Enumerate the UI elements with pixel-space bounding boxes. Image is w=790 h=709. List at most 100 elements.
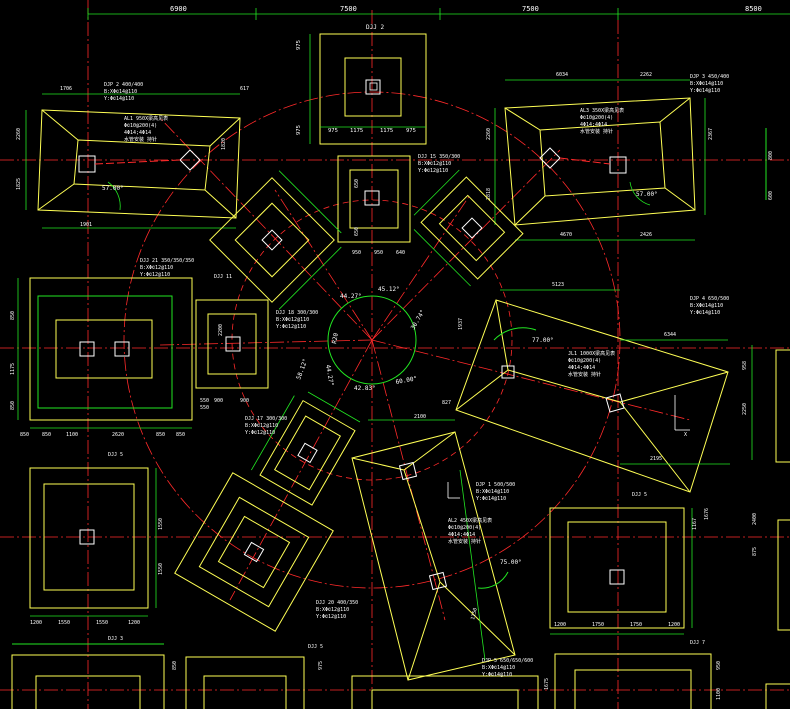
label-djj2: DJJ 2 <box>366 24 384 31</box>
svg-text:6034: 6034 <box>556 72 568 78</box>
svg-text:B:XΦ©12@110: B:XΦ©12@110 <box>418 161 451 167</box>
svg-text:45.12°: 45.12° <box>378 286 400 293</box>
svg-text:1150: 1150 <box>470 607 479 620</box>
footing-djj5-right[interactable] <box>549 507 685 629</box>
svg-text:44.27°: 44.27° <box>340 293 362 300</box>
svg-text:640: 640 <box>396 250 405 256</box>
dims-djj17 <box>251 391 361 471</box>
footing-djp2[interactable] <box>37 109 241 219</box>
svg-text:850: 850 <box>20 432 29 438</box>
svg-text:950: 950 <box>374 250 383 256</box>
svg-text:DJJ 5: DJJ 5 <box>108 452 123 458</box>
footing-djj15[interactable] <box>337 155 411 243</box>
svg-text:DJP 1 500/500: DJP 1 500/500 <box>476 482 515 488</box>
footing-djp4[interactable] <box>455 299 729 493</box>
svg-text:Y:Φ©14@110: Y:Φ©14@110 <box>690 310 720 316</box>
dims-djp4 <box>500 289 753 465</box>
svg-text:1100: 1100 <box>66 432 78 438</box>
svg-text:Y:Φ©14@110: Y:Φ©14@110 <box>104 96 134 102</box>
svg-text:1200: 1200 <box>554 622 566 628</box>
footing-djj7-bottom[interactable] <box>554 653 712 709</box>
text-djj21: DJJ 21 350/350/350 B:XΦ©12@110 Y:Φ©12@11… <box>10 258 194 438</box>
svg-text:DJJ 17 300/300: DJJ 17 300/300 <box>245 416 287 422</box>
text-djp4: DJP 4 650/500 B:XΦ©14@110 Y:Φ©14@110 JL1… <box>458 282 748 462</box>
radial-axis-6 <box>159 339 373 346</box>
svg-text:DJJ 21 350/350/350: DJJ 21 350/350/350 <box>140 258 194 264</box>
footing-djp5-bottom[interactable] <box>351 675 539 709</box>
footing-djj18[interactable] <box>195 299 269 389</box>
top-dim-3: 7500 <box>522 5 539 13</box>
svg-text:DJP 2 400/400: DJP 2 400/400 <box>104 82 143 88</box>
svg-text:2818: 2818 <box>486 188 492 200</box>
svg-text:1175: 1175 <box>350 128 363 134</box>
svg-text:4670: 4670 <box>560 232 572 238</box>
text-djp5: DJP 5 650/650/600 B:XΦ©14@110 Y:Φ©14@110 <box>482 658 533 678</box>
svg-text:850: 850 <box>10 401 16 410</box>
footing-djj11[interactable] <box>209 177 335 303</box>
svg-text:950: 950 <box>352 250 361 256</box>
footing-djp1[interactable] <box>351 431 516 681</box>
text-djj20: DJJ 20 400/350 B:XΦ©12@110 Y:Φ©12@110 <box>316 600 358 620</box>
svg-text:950: 950 <box>716 661 722 670</box>
radial-axis-3 <box>371 339 691 421</box>
footing-djp3[interactable] <box>504 97 696 226</box>
svg-text:975: 975 <box>406 128 416 134</box>
footing-djj17[interactable] <box>259 399 356 506</box>
dims-djj21 <box>17 278 192 429</box>
svg-text:850: 850 <box>42 432 51 438</box>
footing-djj16[interactable] <box>420 176 524 280</box>
radial-axis-8 <box>371 194 471 341</box>
svg-text:1937: 1937 <box>458 318 464 330</box>
svg-text:77.00°: 77.00° <box>532 337 554 344</box>
svg-text:44.27°: 44.27° <box>324 364 335 387</box>
svg-text:1901: 1901 <box>80 222 92 228</box>
svg-text:42.83°: 42.83° <box>354 385 376 392</box>
svg-text:4Φ14;4Φ14: 4Φ14;4Φ14 <box>568 365 595 371</box>
footing-djj5-bottom[interactable] <box>185 656 305 709</box>
svg-text:水管安装 持针: 水管安装 持针 <box>580 128 613 135</box>
top-dim-1: 6900 <box>170 5 187 13</box>
svg-text:2400: 2400 <box>752 513 758 525</box>
svg-text:1550: 1550 <box>96 620 108 626</box>
footing-djj2-top[interactable] <box>309 33 427 145</box>
svg-text:2260: 2260 <box>16 128 22 140</box>
svg-text:Y:Φ©12@110: Y:Φ©12@110 <box>276 324 306 330</box>
svg-text:650: 650 <box>354 227 360 236</box>
svg-text:1706: 1706 <box>60 86 72 92</box>
footing-djj21[interactable] <box>29 277 193 421</box>
footing-djj5-left[interactable] <box>29 467 149 609</box>
svg-text:2620: 2620 <box>112 432 124 438</box>
label-djj3: DJJ 3 <box>108 636 123 642</box>
text-djj17: DJJ 17 300/300 B:XΦ©12@110 Y:Φ©12@110 <box>245 416 287 436</box>
footing-djj3-bottom[interactable] <box>11 643 165 709</box>
svg-text:DJP 4 650/500: DJP 4 650/500 <box>690 296 729 302</box>
svg-text:Y:Φ©14@110: Y:Φ©14@110 <box>476 496 506 502</box>
svg-text:4Φ14;4Φ14: 4Φ14;4Φ14 <box>448 532 475 538</box>
text-djp3: DJP 3 450/400 B:XΦ©14@110 Y:Φ©14@110 AL3… <box>486 72 729 238</box>
svg-text:1200: 1200 <box>30 620 42 626</box>
dims-djj11 <box>278 170 342 310</box>
svg-text:水管安装 持针: 水管安装 持针 <box>448 538 481 545</box>
svg-text:1550: 1550 <box>158 563 164 575</box>
svg-text:975: 975 <box>328 128 338 134</box>
svg-text:975: 975 <box>296 125 302 135</box>
svg-text:JL1 1000X梁高见表: JL1 1000X梁高见表 <box>568 350 615 357</box>
svg-text:Φ©10@200(4): Φ©10@200(4) <box>124 123 157 129</box>
text-djj5-left: DJJ 5 1200 1550 1550 1200 1550 1550 <box>30 452 164 626</box>
svg-text:DJJ 5: DJJ 5 <box>632 492 647 498</box>
svg-text:2195: 2195 <box>650 456 662 462</box>
text-bottom-dims: 850 975 1675 950 1100 <box>172 661 722 700</box>
svg-text:2262: 2262 <box>640 72 652 78</box>
svg-text:900: 900 <box>214 398 223 404</box>
svg-text:4Φ14;4Φ14: 4Φ14;4Φ14 <box>580 122 607 128</box>
radial-axis-2 <box>371 149 561 341</box>
svg-text:2260: 2260 <box>486 128 492 140</box>
svg-text:B:XΦ©14@110: B:XΦ©14@110 <box>482 665 515 671</box>
svg-text:AL3 350X梁高见表: AL3 350X梁高见表 <box>580 107 624 114</box>
dims-djj16 <box>413 169 471 287</box>
north-arrow-center <box>447 482 460 499</box>
footing-djj20[interactable] <box>174 472 334 632</box>
